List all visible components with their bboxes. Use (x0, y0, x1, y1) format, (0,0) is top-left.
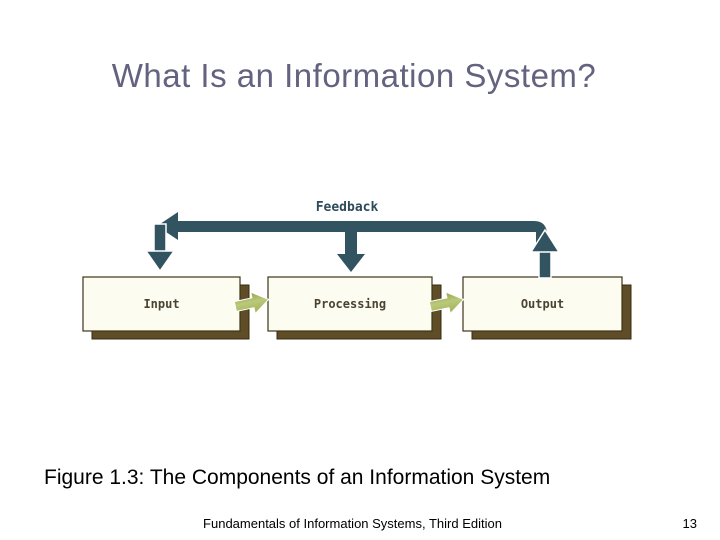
page-number: 13 (682, 516, 697, 531)
input-box (82, 276, 250, 340)
output-box (462, 276, 632, 340)
output-box-label: Output (520, 297, 565, 311)
feedback-to-processing-arrow-icon (337, 228, 365, 272)
output-to-feedback-arrow-icon (529, 228, 561, 279)
feedback-label: Feedback (315, 200, 379, 215)
page-title: What Is an Information System? (111, 57, 597, 94)
feedback-arrow (144, 212, 561, 279)
processing-box-label: Processing (313, 297, 387, 311)
input-to-processing-arrow-icon (233, 291, 270, 315)
processing-to-output-arrow-icon (428, 291, 465, 315)
footer-book-title: Fundamentals of Information Systems, Thi… (203, 516, 502, 531)
feedback-to-input-arrow-icon (144, 223, 176, 273)
input-box-label: Input (143, 297, 180, 311)
figure-caption: Figure 1.3: The Components of an Informa… (44, 466, 551, 489)
processing-box (267, 276, 442, 340)
